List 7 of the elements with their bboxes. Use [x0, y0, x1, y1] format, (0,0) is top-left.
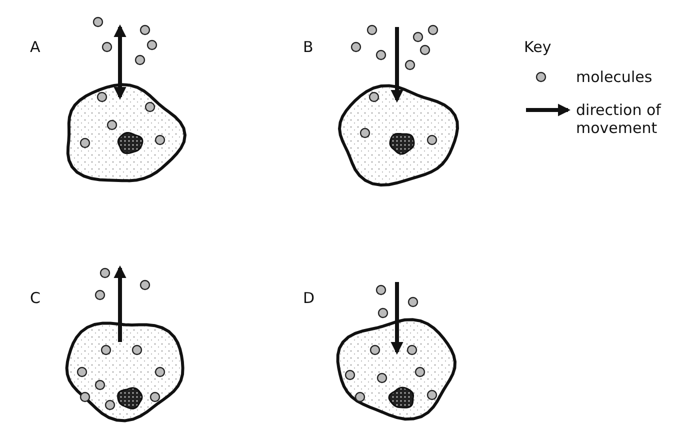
key-heading: Key [524, 38, 552, 56]
panel-label: C [30, 289, 40, 307]
panel-label: A [30, 38, 40, 56]
panel-label: B [303, 38, 314, 56]
legend-text: direction of movement [576, 101, 662, 137]
legend-text: molecules [576, 68, 654, 86]
panel-label: D [303, 289, 315, 307]
